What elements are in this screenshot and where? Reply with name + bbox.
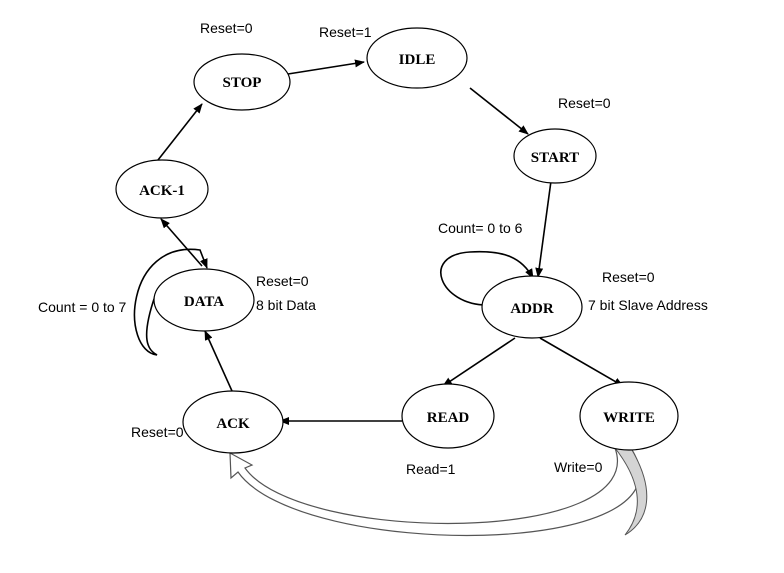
state-write-label: WRITE	[603, 410, 655, 426]
state-idle: IDLE	[366, 27, 468, 89]
write-to-ack-hollow-arrow	[229, 447, 648, 537]
edge-addr-loop	[440, 250, 534, 306]
state-addr-label: ADDR	[510, 301, 553, 317]
data-desc-note: 8 bit Data	[256, 297, 316, 313]
start-reset-note: Reset=0	[558, 95, 611, 111]
state-start: START	[513, 128, 597, 184]
edge-ack1-stop	[157, 103, 203, 161]
state-idle-label: IDLE	[399, 52, 436, 68]
stop-reset-note: Reset=0	[200, 20, 253, 36]
edge-ack-data	[204, 330, 233, 392]
read-cond-note: Read=1	[406, 461, 456, 477]
data-loop-note: Count = 0 to 7	[38, 299, 127, 315]
edge-stop-idle	[287, 59, 365, 75]
state-ack1: ACK-1	[115, 159, 209, 219]
state-addr: ADDR	[481, 275, 583, 339]
state-write: WRITE	[579, 381, 679, 451]
edge-start-addr	[535, 180, 552, 278]
addr-loop-note: Count= 0 to 6	[438, 220, 523, 236]
state-data-label: DATA	[184, 294, 224, 310]
state-ack: ACK	[182, 390, 284, 454]
state-ack-label: ACK	[216, 416, 250, 432]
ack-reset-note: Reset=0	[131, 424, 184, 440]
edge-data-ack1	[160, 218, 203, 267]
state-read-label: READ	[427, 410, 470, 426]
edge-idle-start	[469, 87, 529, 135]
state-stop: STOP	[193, 53, 291, 111]
edge-data-loop	[133, 248, 208, 356]
state-stop-label: STOP	[223, 75, 262, 91]
state-ack1-label: ACK-1	[139, 183, 185, 199]
edge-addr-write	[539, 337, 624, 387]
write-cond-note: Write=0	[554, 459, 603, 475]
state-data: DATA	[153, 268, 255, 332]
state-start-label: START	[531, 150, 579, 166]
data-reset-note: Reset=0	[256, 273, 309, 289]
edge-addr-read	[442, 337, 516, 387]
idle-reset-note: Reset=1	[319, 24, 372, 40]
addr-reset-note: Reset=0	[602, 269, 655, 285]
state-read: READ	[401, 383, 495, 449]
addr-desc-note: 7 bit Slave Address	[588, 297, 708, 313]
